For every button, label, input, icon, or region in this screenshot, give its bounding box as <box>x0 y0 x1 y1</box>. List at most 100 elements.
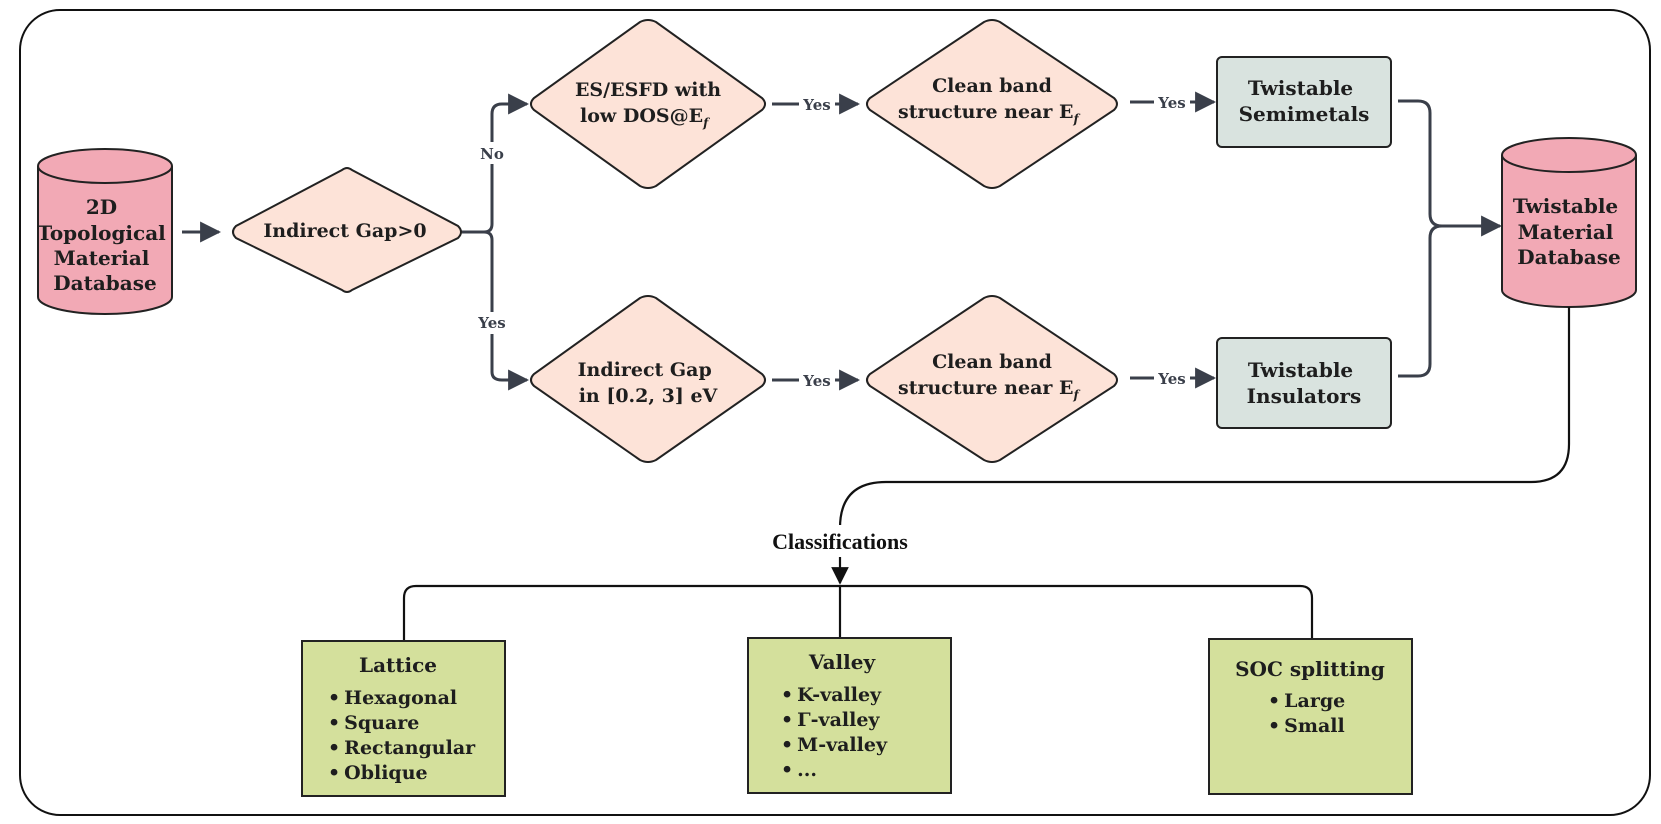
connector-merge-bracket <box>1398 99 1443 378</box>
clean-band-top-shape <box>866 19 1118 189</box>
svg-text:structure near Ef: structure near Ef <box>898 377 1081 402</box>
target-db-line-2: Material <box>1518 220 1614 244</box>
soc-splitting-box: SOC splitting •Large •Small <box>1208 638 1413 795</box>
svg-text:low DOS@Ef: low DOS@Ef <box>580 105 710 130</box>
svg-text:•K-valley: •K-valley <box>781 684 882 706</box>
clean-band-top-line-2: structure near E <box>898 101 1074 123</box>
svg-text:•Γ-valley: •Γ-valley <box>781 709 880 731</box>
connector-categories-bracket <box>402 584 1314 641</box>
clean-band-bottom-shape <box>866 295 1118 463</box>
valley-item-3: M-valley <box>797 734 888 756</box>
twistable-semimetals-box: Twistable Semimetals <box>1216 56 1392 148</box>
svg-text:•Hexagonal: •Hexagonal <box>328 687 457 709</box>
lattice-item-3: Rectangular <box>344 737 476 759</box>
target-db-line-3: Database <box>1517 245 1620 269</box>
svg-text:Indirect Gap in [0.2, 3]: Indirect Gap in [0.2, 3] eV <box>578 359 719 407</box>
gap-check-shape <box>232 167 462 293</box>
svg-text:Twistable Semimetals: Twistable Semimetals <box>1239 76 1370 126</box>
lattice-box: Lattice •Hexagonal •Square •Rectangular … <box>301 640 506 797</box>
insulators-rect <box>1216 337 1392 429</box>
twistable-insulators-box: Twistable Insulators <box>1216 337 1392 429</box>
soc-item-1: Large <box>1284 690 1345 712</box>
clean-band-bottom-line-2: structure near E <box>898 377 1074 399</box>
clean-band-bottom-diamond: Clean band structure near Ef <box>866 295 1118 463</box>
es-check-line-2: low DOS@E <box>580 105 703 127</box>
svg-text:ES/ESFD with: ES/ESFD with <box>575 79 721 101</box>
edge-label-yes-bottom-1: Yes <box>802 372 830 390</box>
target-cylinder-body <box>1501 155 1637 308</box>
clean-band-bottom-subscript: f <box>1073 388 1081 402</box>
svg-text:•Small: •Small <box>1268 715 1345 737</box>
lattice-bullet-3: • <box>328 737 340 759</box>
source-db-line-3: Material <box>54 246 150 270</box>
lattice-bullet-4: • <box>328 762 340 784</box>
gap-check-label: Indirect Gap>0 <box>263 220 426 242</box>
insulators-line-1: Twistable <box>1248 358 1353 382</box>
lattice-rect <box>301 640 506 797</box>
valley-bullet-2: • <box>781 709 793 731</box>
connector-target-to-classifications <box>838 307 1571 529</box>
es-check-line-1: ES/ESFD with <box>575 79 721 101</box>
source-cylinder-top <box>37 148 173 184</box>
valley-bullet-4: • <box>781 759 793 781</box>
lattice-item-2: Square <box>344 712 419 734</box>
gap-range-line-2: in [0.2, 3] eV <box>579 385 719 407</box>
soc-title: SOC splitting <box>1235 657 1385 681</box>
valley-item-1: K-valley <box>797 684 882 706</box>
clean-band-top-line-1: Clean band <box>932 75 1052 97</box>
lattice-bullet-2: • <box>328 712 340 734</box>
classifications-title: Classifications <box>772 529 908 554</box>
source-database-cylinder: 2D Topological Material Database <box>37 148 173 315</box>
lattice-item-1: Hexagonal <box>344 687 457 709</box>
svg-text:structure near Ef: structure near Ef <box>898 101 1081 126</box>
target-cylinder-top <box>1501 137 1637 173</box>
connector-gap-yes <box>483 230 530 391</box>
svg-text:2D Topological Mat: 2D Topological Material Database <box>37 195 172 295</box>
insulators-line-2: Insulators <box>1247 384 1362 408</box>
valley-box: Valley •K-valley •Γ-valley •M-valley •..… <box>747 637 952 794</box>
semimetals-line-1: Twistable <box>1248 76 1353 100</box>
gap-range-diamond: Indirect Gap in [0.2, 3] eV <box>530 295 766 463</box>
gap-range-line-1: Indirect Gap <box>578 359 712 381</box>
valley-bullet-1: • <box>781 684 793 706</box>
svg-text:•Rectangular: •Rectangular <box>328 737 476 759</box>
edge-label-yes-top-1: Yes <box>802 96 830 114</box>
valley-item-2: Γ-valley <box>797 709 880 731</box>
svg-text:•Oblique: •Oblique <box>328 762 428 784</box>
clean-band-top-subscript: f <box>1073 112 1081 126</box>
gap-check-diamond: Indirect Gap>0 <box>232 167 462 293</box>
valley-bullet-3: • <box>781 734 793 756</box>
gap-range-shape <box>530 295 766 463</box>
connector-gap-no <box>462 93 530 234</box>
valley-rect <box>747 637 952 794</box>
valley-item-4: ... <box>797 759 817 781</box>
soc-bullet-2: • <box>1268 715 1280 737</box>
target-database-cylinder: Twistable Material Database <box>1501 137 1637 308</box>
edge-label-no: No <box>480 145 504 163</box>
edge-label-yes-top-2: Yes <box>1157 94 1185 112</box>
es-check-diamond: ES/ESFD with low DOS@Ef <box>530 19 766 189</box>
svg-text:•...: •... <box>781 759 817 781</box>
clean-band-top-diamond: Clean band structure near Ef <box>866 19 1118 189</box>
soc-bullet-1: • <box>1268 690 1280 712</box>
semimetals-line-2: Semimetals <box>1239 102 1370 126</box>
svg-text:•Square: •Square <box>328 712 419 734</box>
lattice-bullet-1: • <box>328 687 340 709</box>
source-db-line-1: 2D <box>86 195 117 219</box>
semimetals-rect <box>1216 56 1392 148</box>
edge-label-yes-bottom-2: Yes <box>1157 370 1185 388</box>
lattice-item-4: Oblique <box>344 762 427 784</box>
clean-band-bottom-line-1: Clean band <box>932 351 1052 373</box>
svg-text:•Large: •Large <box>1268 690 1345 712</box>
valley-title: Valley <box>808 650 877 674</box>
svg-text:Twistable Material: Twistable Material Database <box>1513 194 1625 269</box>
svg-text:•M-valley: •M-valley <box>781 734 888 756</box>
edge-label-yes-branch: Yes <box>477 314 505 332</box>
soc-item-2: Small <box>1284 715 1345 737</box>
es-check-shape <box>530 19 766 189</box>
outer-frame <box>19 9 1651 816</box>
source-db-line-4: Database <box>53 271 156 295</box>
lattice-title: Lattice <box>359 653 437 677</box>
es-check-subscript: f <box>702 116 710 130</box>
